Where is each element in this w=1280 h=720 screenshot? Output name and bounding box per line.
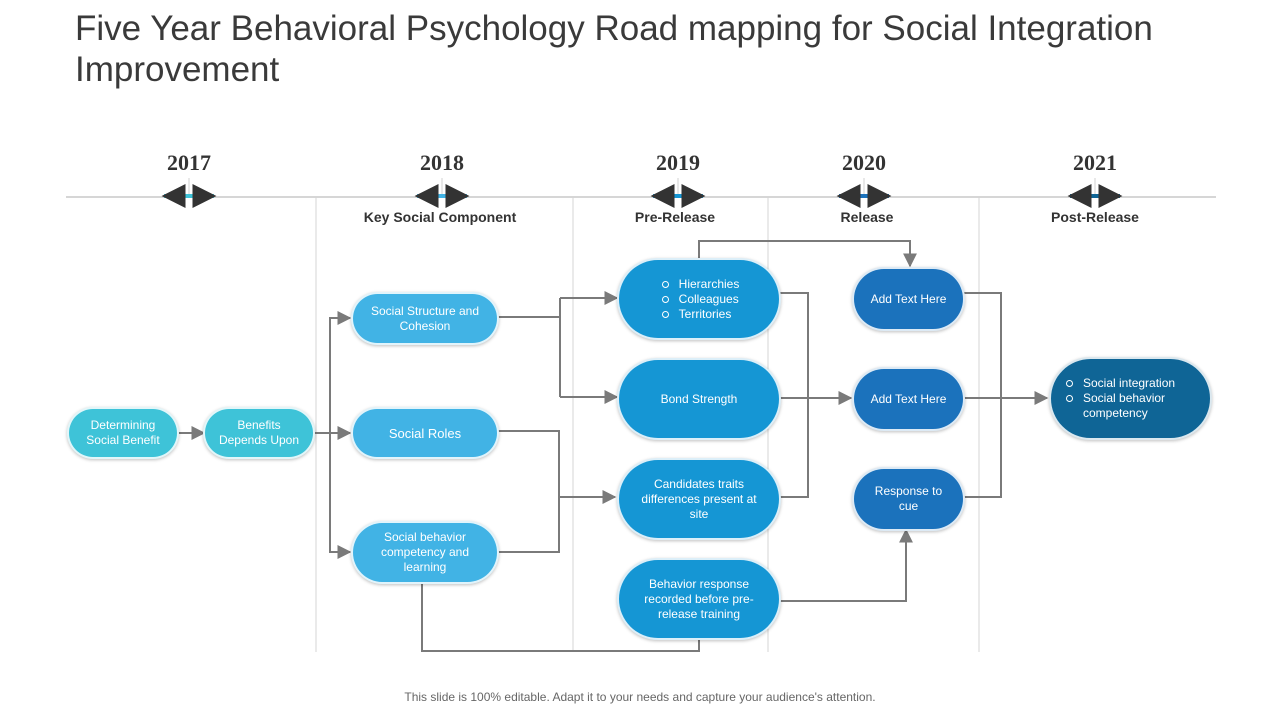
node-add-text-1: Add Text Here — [852, 267, 965, 331]
list-item-social-integration: Social integration — [1063, 376, 1198, 391]
node-social-integration-outcome: Social integration Social behavior compe… — [1049, 357, 1212, 440]
node-social-structure-and-cohesion: Social Structure and Cohesion — [351, 292, 499, 345]
year-stems — [188, 178, 1096, 197]
phase-key-social-component: Key Social Component — [363, 209, 517, 225]
year-2018: 2018 — [420, 150, 464, 175]
node-add-text-2: Add Text Here — [852, 367, 965, 431]
year-2020: 2020 — [842, 150, 886, 175]
year-2019: 2019 — [656, 150, 700, 175]
node-determining-social-benefit: Determining Social Benefit — [67, 407, 179, 459]
phase-release: Release — [840, 209, 894, 225]
node-social-roles: Social Roles — [351, 407, 499, 459]
node-bond-strength: Bond Strength — [617, 358, 781, 440]
year-2017: 2017 — [167, 150, 211, 175]
list-item-social-behavior-competency: Social behavior competency — [1063, 391, 1198, 421]
footer-note: This slide is 100% editable. Adapt it to… — [404, 690, 876, 704]
node-benefits-depends-upon: Benefits Depends Upon — [203, 407, 315, 459]
page-title: Five Year Behavioral Psychology Road map… — [75, 9, 1153, 89]
flow-connectors — [178, 240, 1049, 652]
node-behavior-response: Behavior response recorded before pre-re… — [617, 558, 781, 640]
list-item-hierarchies: Hierarchies — [659, 277, 739, 292]
phase-post-release: Post-Release — [1051, 209, 1139, 225]
node-social-behavior-competency: Social behavior competency and learning — [351, 521, 499, 584]
node-response-to-cue: Response to cue — [852, 467, 965, 531]
list-item-territories: Territories — [659, 307, 740, 322]
list-item-colleagues: Colleagues — [659, 292, 740, 307]
phase-pre-release: Pre-Release — [634, 209, 716, 225]
node-hierarchies-list: Hierarchies Colleagues Territories — [617, 258, 781, 340]
year-2021: 2021 — [1073, 150, 1117, 175]
node-candidates-traits: Candidates traits differences present at… — [617, 458, 781, 540]
